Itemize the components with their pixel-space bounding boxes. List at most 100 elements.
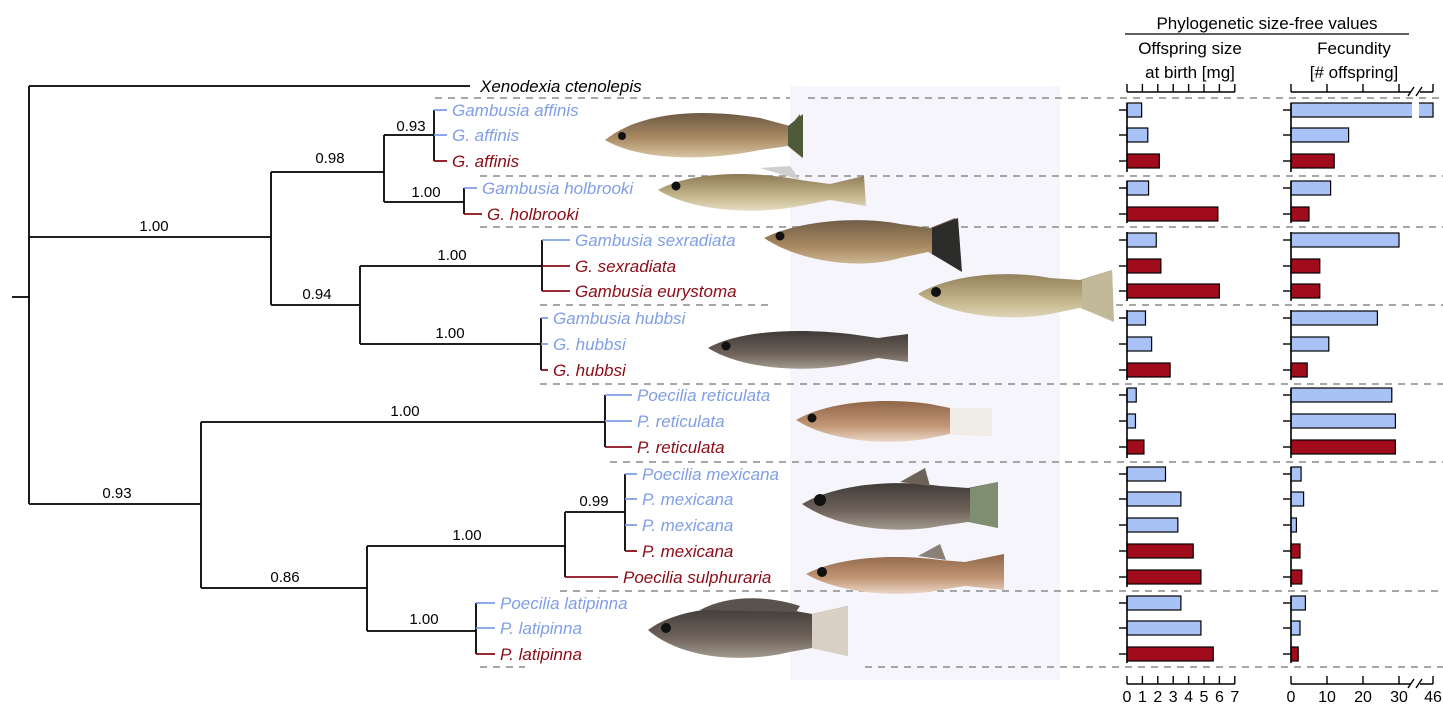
offspring-tick-label: 7 <box>1230 689 1239 704</box>
fecundity-header-line1: Fecundity <box>1317 39 1391 58</box>
taxon-label: G. affinis <box>452 126 520 145</box>
support-value: 0.93 <box>396 118 425 135</box>
offspring-bar <box>1127 337 1152 351</box>
taxon-label: G. hubbsi <box>553 335 627 354</box>
offspring-bar <box>1127 233 1156 247</box>
fecundity-bar <box>1291 311 1377 325</box>
fecundity-bar <box>1291 207 1309 221</box>
taxon-label: Poecilia latipinna <box>500 594 628 613</box>
fecundity-tick-label: 46 <box>1424 689 1442 704</box>
offspring-tick-label: 1 <box>1138 689 1147 704</box>
offspring-size-panel <box>1127 103 1219 661</box>
offspring-tick-label: 4 <box>1184 689 1193 704</box>
panel-title: Phylogenetic size-free values <box>1156 14 1377 33</box>
support-value: 0.93 <box>102 485 131 502</box>
taxon-label: Gambusia sexradiata <box>575 231 736 250</box>
offspring-bar <box>1127 284 1219 298</box>
support-value: 0.94 <box>302 286 331 303</box>
fecundity-bar <box>1291 233 1399 247</box>
taxon-label: P. mexicana <box>642 516 733 535</box>
fecundity-header-line2: [# offspring] <box>1310 63 1399 82</box>
offspring-bar <box>1127 363 1170 377</box>
fecundity-bar <box>1291 570 1302 584</box>
fecundity-bar <box>1291 128 1349 142</box>
offspring-bar <box>1127 440 1144 454</box>
taxon-label: Gambusia eurystoma <box>575 282 737 301</box>
support-value: 1.00 <box>411 184 440 201</box>
fecundity-bar <box>1291 284 1320 298</box>
taxon-label: P. mexicana <box>642 542 733 561</box>
offspring-tick-label: 6 <box>1215 689 1224 704</box>
offspring-tick-label: 2 <box>1153 689 1162 704</box>
offspring-bar <box>1127 259 1161 273</box>
taxon-label: G. hubbsi <box>553 361 627 380</box>
taxon-label: G. affinis <box>452 152 520 171</box>
taxon-label: Poecilia sulphuraria <box>623 568 771 587</box>
support-value: 0.98 <box>315 150 344 167</box>
fecundity-panel <box>1291 101 1433 661</box>
offspring-bar <box>1127 154 1159 168</box>
fecundity-tick-label: 30 <box>1390 689 1408 704</box>
fecundity-bar <box>1291 647 1298 661</box>
support-value: 1.00 <box>452 527 481 544</box>
fecundity-bar <box>1291 103 1433 117</box>
support-value: 0.86 <box>270 569 299 586</box>
fecundity-bar <box>1291 414 1395 428</box>
support-value: 0.99 <box>579 493 608 510</box>
support-value: 1.00 <box>437 247 466 264</box>
offspring-bar <box>1127 311 1145 325</box>
bar-axes: 01234567010203046 <box>1119 84 1442 704</box>
offspring-tick-label: 0 <box>1123 689 1132 704</box>
taxon-label: P. reticulata <box>637 438 725 457</box>
offspring-tick-label: 3 <box>1169 689 1178 704</box>
taxon-label: Gambusia affinis <box>452 101 579 120</box>
offspring-bar <box>1127 103 1142 117</box>
fecundity-bar <box>1291 492 1304 506</box>
fecundity-bar <box>1291 544 1300 558</box>
offspring-bar <box>1127 128 1148 142</box>
offspring-bar <box>1127 596 1181 610</box>
fecundity-bar <box>1291 154 1334 168</box>
taxon-label-outgroup: Xenodexia ctenolepis <box>479 77 642 96</box>
support-value: 1.00 <box>409 611 438 628</box>
fecundity-bar <box>1291 621 1300 635</box>
fecundity-bar <box>1291 440 1395 454</box>
offspring-header-line1: Offspring size <box>1138 39 1242 58</box>
fecundity-bar <box>1291 259 1320 273</box>
fish-photo <box>605 113 803 158</box>
fecundity-bar <box>1291 363 1307 377</box>
offspring-header-line2: at birth [mg] <box>1145 63 1235 82</box>
taxon-label: Gambusia hubbsi <box>553 309 687 328</box>
taxon-label: P. latipinna <box>500 645 582 664</box>
offspring-bar <box>1127 414 1135 428</box>
offspring-bar <box>1127 647 1213 661</box>
support-value: 1.00 <box>139 218 168 235</box>
fecundity-bar <box>1291 518 1296 532</box>
offspring-bar <box>1127 492 1181 506</box>
taxon-label: P. reticulata <box>637 412 725 431</box>
fecundity-bar <box>1291 596 1305 610</box>
offspring-bar <box>1127 544 1193 558</box>
fecundity-bar <box>1291 467 1301 481</box>
fecundity-bar <box>1291 181 1331 195</box>
fecundity-bar <box>1291 337 1329 351</box>
taxon-label: G. holbrooki <box>487 205 580 224</box>
offspring-bar <box>1127 570 1201 584</box>
fecundity-tick-label: 20 <box>1354 689 1372 704</box>
taxon-label: Gambusia holbrooki <box>482 179 634 198</box>
taxon-label: Poecilia reticulata <box>637 386 770 405</box>
offspring-bar <box>1127 467 1166 481</box>
phylogenetic-tree <box>12 86 625 654</box>
offspring-tick-label: 5 <box>1200 689 1209 704</box>
support-value: 1.00 <box>390 403 419 420</box>
offspring-bar <box>1127 621 1201 635</box>
fecundity-tick-label: 0 <box>1287 689 1296 704</box>
taxon-label: P. latipinna <box>500 619 582 638</box>
axis-break-gap <box>1412 101 1419 119</box>
offspring-bar <box>1127 207 1218 221</box>
taxon-label: P. mexicana <box>642 490 733 509</box>
taxon-label: G. sexradiata <box>575 257 676 276</box>
taxon-label: Poecilia mexicana <box>642 465 779 484</box>
